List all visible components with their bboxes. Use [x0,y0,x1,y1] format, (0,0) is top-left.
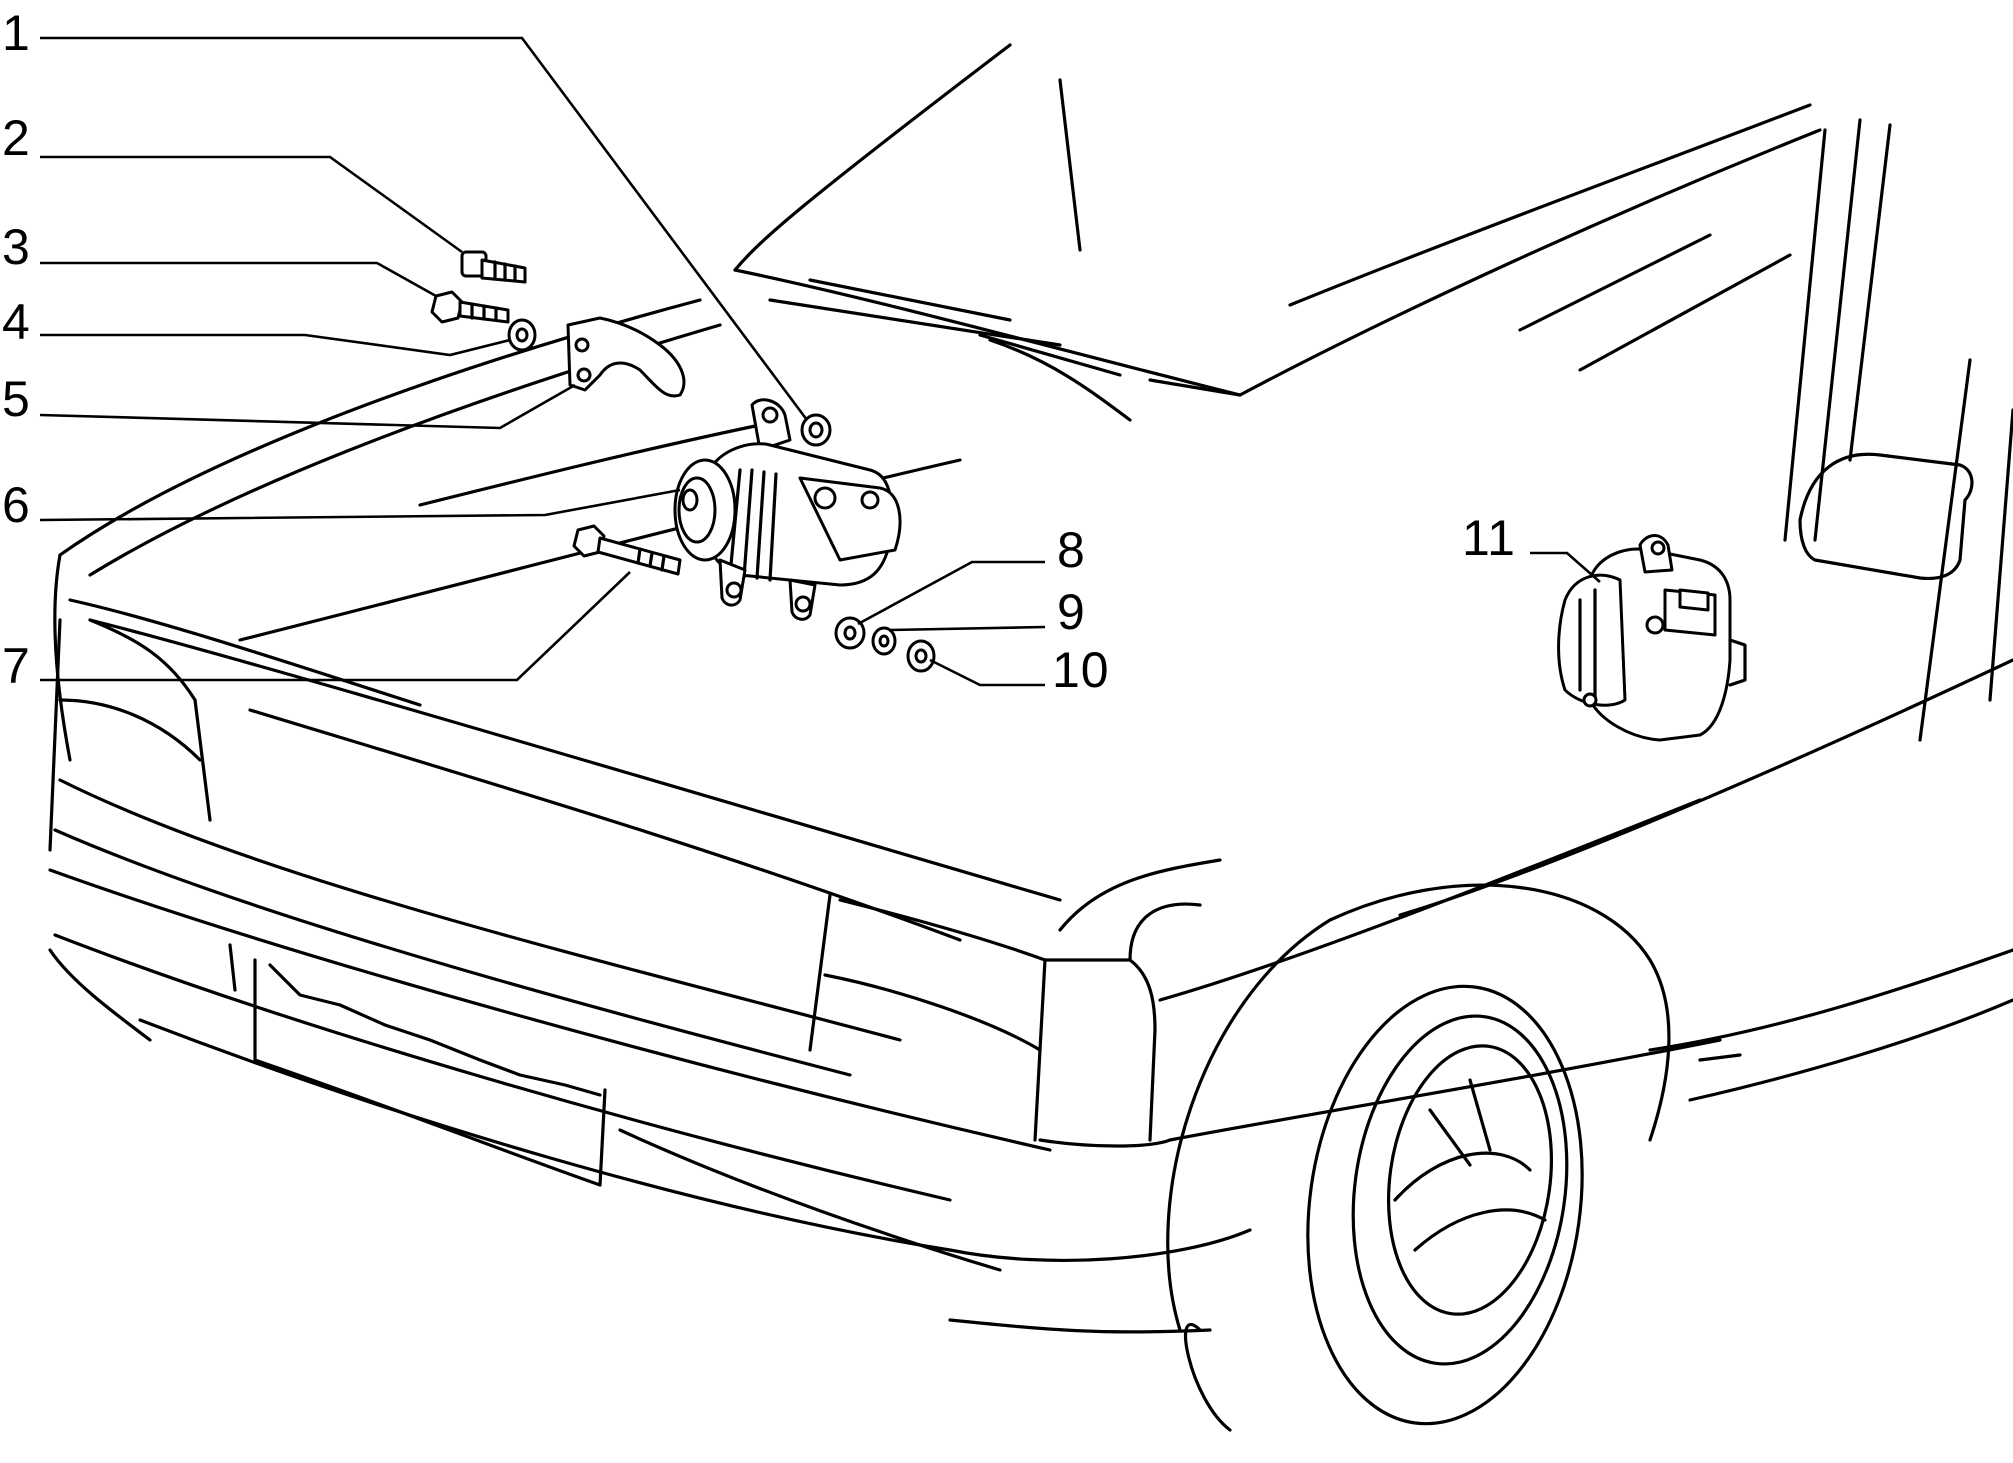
car-body-outline [48,43,2013,1432]
callout-11: 11 [1462,510,1516,566]
part-8-bushing [834,616,866,650]
leader-5 [39,383,576,430]
callout-6: 6 [2,477,31,533]
leader-8 [857,560,1045,626]
callout-8: 8 [1057,522,1086,578]
callout-10: 10 [1052,642,1110,698]
part-6-compressor [673,398,902,621]
callout-2: 2 [2,110,31,166]
callout-7: 7 [2,638,31,694]
callout-1: 1 [2,5,31,61]
leader-11 [1530,551,1601,583]
leader-2 [40,155,463,254]
leader-9 [889,625,1046,632]
part-2-stud [460,250,527,284]
part-7-long-bolt [572,524,682,576]
part-5-bracket [566,316,686,398]
callout-9: 9 [1057,584,1086,640]
part-3-bolt [430,290,510,324]
leader-10 [929,658,1045,687]
part-9-lock-washer [871,626,897,656]
part-1-nut [800,413,832,447]
callout-4: 4 [2,294,31,350]
leader-1 [40,36,809,421]
callout-5: 5 [2,371,31,427]
part-10-nut [906,639,936,673]
part-4-washer [507,318,537,352]
leader-3 [40,261,437,298]
leader-4 [40,333,511,357]
leader-7 [40,571,631,682]
callout-3: 3 [2,219,31,275]
leader-6 [39,488,681,522]
part-11-compressor-assembly [1557,534,1747,742]
leader-lines [39,36,1601,687]
